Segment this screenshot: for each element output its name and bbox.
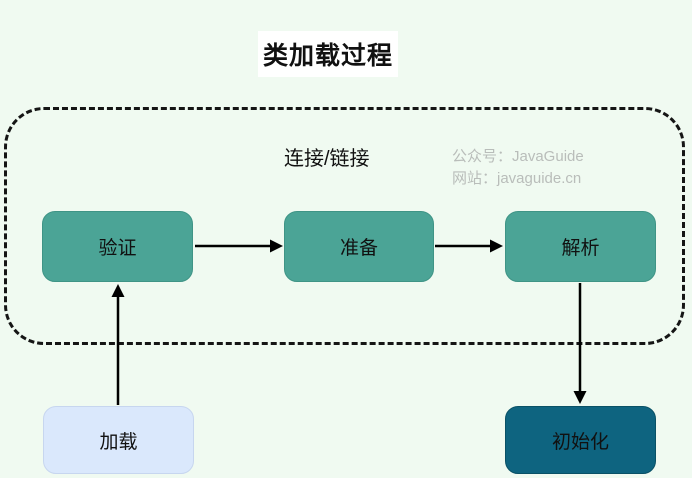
node-prepare-label: 准备 [339,238,378,259]
watermark-site: 网站：javaguide.cn [452,170,582,187]
node-verify-label: 验证 [98,238,137,259]
linking-group-outline [4,107,685,345]
node-resolve-label: 解析 [561,238,600,259]
linking-group-label: 连接/链接 [284,148,370,170]
node-initialize-label: 初始化 [551,431,609,453]
diagram-title: 类加载过程 [258,31,398,77]
watermark-account: 公众号：JavaGuide [452,148,584,165]
node-resolve: 解析 [505,211,656,282]
node-prepare: 准备 [284,211,434,282]
watermark: 公众号：JavaGuide 网站：javaguide.cn [452,146,584,190]
node-load-label: 加载 [99,431,138,453]
node-verify: 验证 [42,211,193,282]
node-load: 加载 [43,406,194,474]
node-initialize: 初始化 [505,406,656,474]
